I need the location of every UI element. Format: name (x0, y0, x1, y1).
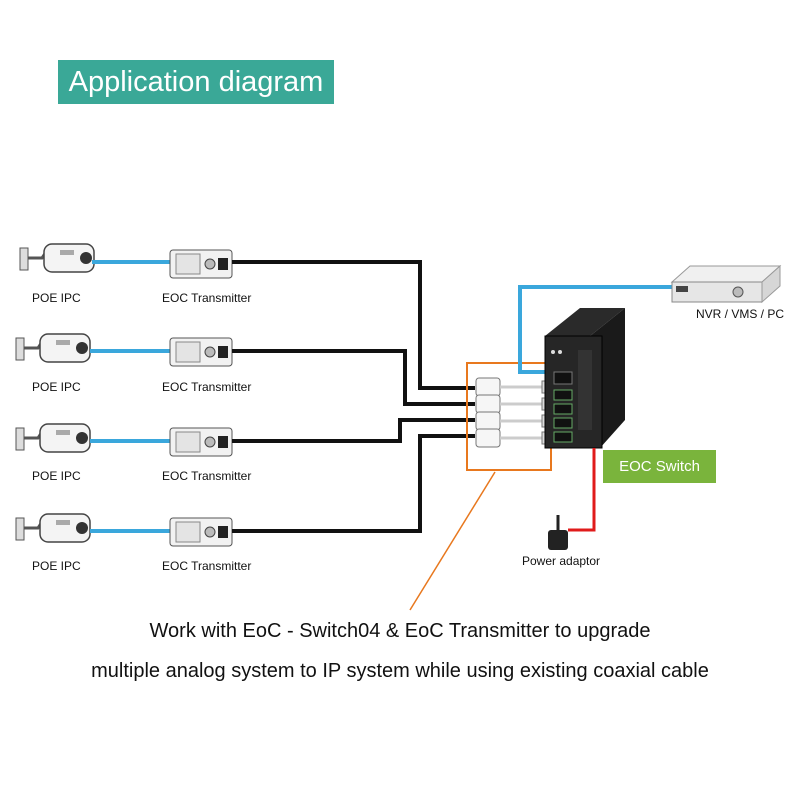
camera-row-2 (15, 333, 475, 406)
camera-label: POE IPC (32, 469, 81, 483)
camera-row-1 (19, 243, 475, 390)
camera-row-3 (15, 418, 475, 457)
coax-cable (232, 260, 475, 390)
eoc-transmitter-icon (169, 517, 233, 547)
eoc-transmitter-icon (169, 337, 233, 367)
coax-adapters (475, 377, 551, 448)
power-cable (568, 448, 596, 532)
switch-label: EOC Switch (603, 450, 716, 483)
transmitter-label: EOC Transmitter (162, 469, 252, 483)
eoc-switch-icon (544, 308, 625, 449)
poe-ipc-camera-icon (15, 513, 91, 543)
camera-label: POE IPC (32, 380, 81, 394)
caption-line-2: multiple analog system to IP system whil… (91, 660, 709, 682)
power-adaptor-label: Power adaptor (522, 554, 601, 568)
transmitter-label: EOC Transmitter (162, 559, 252, 573)
transmitter-label: EOC Transmitter (162, 291, 252, 305)
poe-ipc-camera-icon (19, 243, 95, 273)
coax-cable (232, 434, 475, 533)
poe-ipc-camera-icon (15, 333, 91, 363)
camera-row-4 (15, 434, 475, 547)
nvr-device-icon (670, 264, 782, 304)
poe-ipc-camera-icon (15, 423, 91, 453)
caption-line-1: Work with EoC - Switch04 & EoC Transmitt… (149, 620, 651, 642)
power-adaptor-icon (548, 515, 568, 550)
coax-cable (232, 349, 475, 406)
nvr-label: NVR / VMS / PC (696, 307, 785, 321)
coax-cable (232, 418, 475, 443)
camera-label: POE IPC (32, 291, 81, 305)
eoc-transmitter-icon (169, 249, 233, 279)
camera-label: POE IPC (32, 559, 81, 573)
eoc-transmitter-icon (169, 427, 233, 457)
pointer-line (409, 471, 496, 611)
transmitter-label: EOC Transmitter (162, 380, 252, 394)
uplink-ethernet-cable (518, 285, 672, 374)
diagram-title: Application diagram (58, 60, 334, 104)
